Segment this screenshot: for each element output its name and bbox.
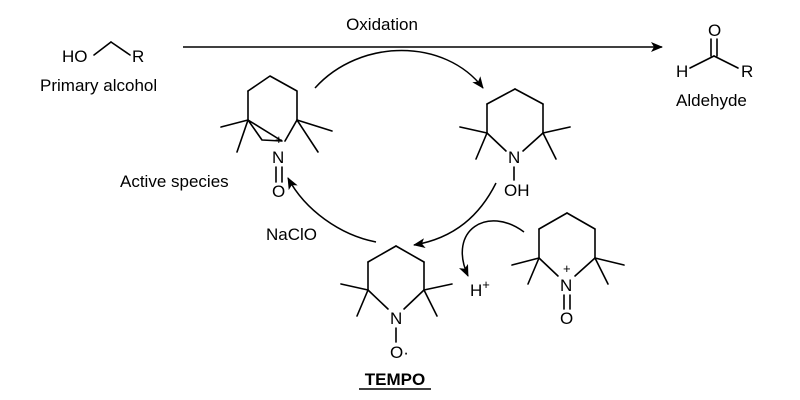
proton-label: H+ bbox=[470, 277, 490, 300]
aldehyde-structure: O H R bbox=[676, 21, 753, 81]
oxoammonium2-methyl-4 bbox=[594, 257, 609, 285]
oxoammonium2-ring-1 bbox=[538, 212, 568, 230]
tempo-ring-1 bbox=[367, 245, 397, 263]
tempo-ring-2 bbox=[395, 245, 425, 263]
proton-charge: + bbox=[482, 277, 490, 292]
cycle-arrow-left bbox=[287, 177, 377, 243]
oxoammonium-charge: + bbox=[275, 132, 283, 147]
tempo-methyl-4 bbox=[423, 289, 438, 317]
oxoammonium-n-label: N bbox=[272, 148, 284, 167]
tempo-ring-4 bbox=[403, 289, 425, 310]
oxoammonium-methyl-1 bbox=[220, 119, 249, 128]
hydroxylamine-structure: N OH bbox=[459, 88, 571, 200]
hydroxylamine-n-label: N bbox=[508, 148, 520, 167]
oxoammonium2-n-label: N bbox=[560, 276, 572, 295]
proton-symbol: H bbox=[470, 281, 482, 300]
tempo-ring-5 bbox=[367, 289, 389, 310]
naclo-label: NaClO bbox=[266, 225, 317, 244]
cycle-arrow-right bbox=[413, 182, 497, 249]
tempo-methyl-2 bbox=[356, 289, 369, 317]
oxoammonium-structure: + N O bbox=[220, 75, 333, 201]
oxoammonium2-methyl-1 bbox=[511, 257, 540, 266]
tempo-structure: N O· bbox=[340, 245, 453, 362]
oxoammonium2-ring-2 bbox=[566, 212, 596, 230]
tempo-methyl-3 bbox=[423, 283, 453, 291]
tempo-o-radical-label: O· bbox=[390, 343, 409, 362]
hydroxyl-label: HO bbox=[62, 47, 88, 66]
oxoammonium2-o-label: O bbox=[560, 309, 573, 328]
active-species-label: Active species bbox=[120, 172, 229, 191]
oxoammonium2-methyl-3 bbox=[594, 257, 625, 266]
hydroxylamine-ring-5 bbox=[486, 132, 507, 152]
aldehyde-oxygen-label: O bbox=[708, 21, 721, 40]
oxoammonium2-ring-5 bbox=[538, 257, 559, 277]
oxoammonium2-methyl-2 bbox=[527, 257, 540, 285]
primary-alcohol-label: Primary alcohol bbox=[40, 76, 157, 95]
oxoammonium-methyl-3 bbox=[296, 119, 333, 132]
oxoammonium-regenerated-structure: + N O bbox=[511, 212, 625, 328]
oxoammonium-methyl-4 bbox=[296, 119, 319, 153]
oxoammonium-ring bbox=[247, 75, 298, 142]
aldehyde-r-label: R bbox=[741, 62, 753, 81]
hydroxylamine-methyl-3 bbox=[542, 126, 571, 134]
oxoammonium-o-label: O bbox=[272, 182, 285, 201]
aldehyde-h-label: H bbox=[676, 62, 688, 81]
primary-alcohol-structure: HO R bbox=[62, 41, 144, 66]
hydroxylamine-ring-2 bbox=[514, 88, 544, 105]
alcohol-bond-2 bbox=[110, 41, 131, 56]
tempo-n-label: N bbox=[390, 309, 402, 328]
tempo-methyl-1 bbox=[340, 283, 369, 291]
aldehyde-h-bond bbox=[689, 55, 715, 69]
proton-release-arrow bbox=[458, 220, 525, 277]
hydroxylamine-methyl-4 bbox=[542, 132, 557, 160]
oxoammonium2-charge: + bbox=[563, 261, 571, 276]
hydroxylamine-ring-1 bbox=[486, 88, 516, 105]
oxoammonium2-ring-4 bbox=[574, 257, 596, 277]
oxoammonium-methyl-2 bbox=[236, 119, 249, 153]
alcohol-r-label: R bbox=[132, 47, 144, 66]
hydroxylamine-methyl-1 bbox=[459, 126, 488, 134]
cycle-arrow-top bbox=[314, 49, 484, 89]
aldehyde-label: Aldehyde bbox=[676, 91, 747, 110]
alcohol-bond-1 bbox=[93, 41, 112, 56]
oxoammonium-ring-n-bond bbox=[284, 119, 298, 142]
tempo-label: TEMPO bbox=[365, 370, 425, 389]
hydroxylamine-methyl-2 bbox=[475, 132, 488, 160]
hydroxylamine-oh-label: OH bbox=[504, 181, 530, 200]
hydroxylamine-ring-4 bbox=[522, 132, 544, 152]
aldehyde-r-bond bbox=[713, 55, 739, 69]
oxidation-label: Oxidation bbox=[346, 15, 418, 34]
